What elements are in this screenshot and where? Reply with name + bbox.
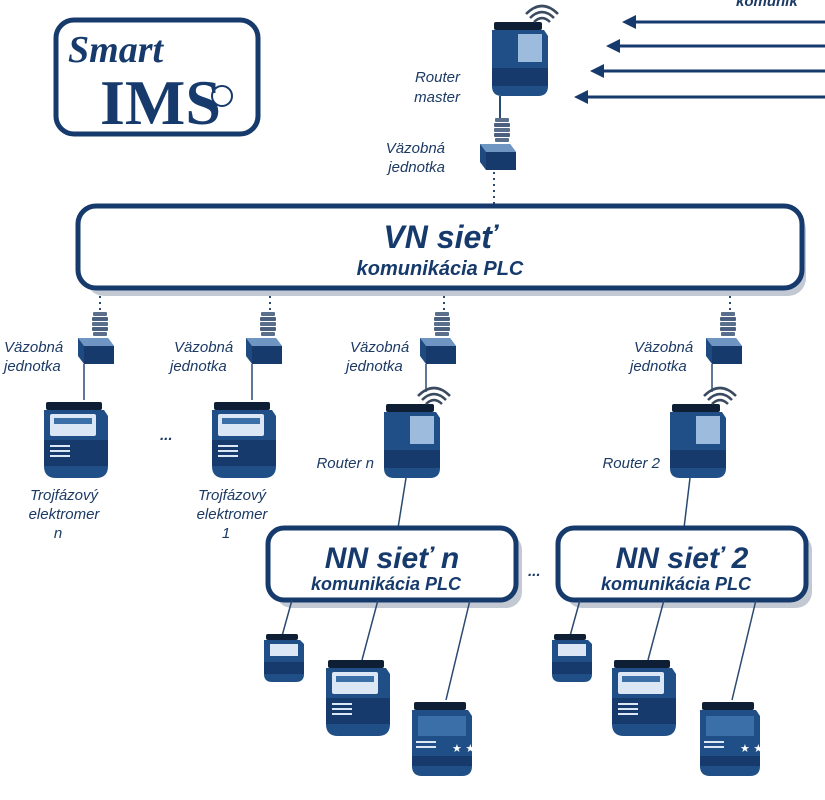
coupling-1-label-1: Väzobná [4, 339, 63, 356]
coupling-unit-master-icon [480, 118, 516, 170]
router-2-label: Router 2 [602, 455, 660, 472]
vn-network-box: VN sieť komunikácia PLC [75, 203, 806, 296]
coupling-3-label-1: Väzobná [350, 339, 409, 356]
router-master-icon [490, 4, 560, 98]
router-n-icon [382, 386, 452, 480]
smart-ims-logo: Smart IMS [53, 17, 261, 138]
coupling-master-label-1: Väzobná [386, 140, 445, 157]
nn-network-n-title: NN sieť n [325, 542, 459, 575]
router-2-icon [668, 386, 738, 480]
coupling-2-label-2: jednotka [168, 358, 227, 375]
nn-network-2-subtitle: komunikácia PLC [601, 574, 752, 594]
coupling-unit-4-icon [706, 312, 742, 364]
vn-network-title: VN sieť [383, 219, 499, 255]
three-phase-meter-n-icon [43, 401, 109, 479]
nn-n-star-meter-icon [411, 701, 477, 777]
meters-ellipsis: ... [160, 427, 173, 444]
router-n-label: Router n [316, 455, 374, 472]
logo-ims-text: IMS [100, 67, 221, 138]
router-master-label-2: master [414, 89, 461, 106]
nn-n-meter-icon [325, 659, 391, 737]
coupling-2-label-1: Väzobná [174, 339, 233, 356]
coupling-4-label-2: jednotka [628, 358, 687, 375]
coupling-4-label-1: Väzobná [634, 339, 693, 356]
nn-2-meter-icon [611, 659, 677, 737]
nn-network-2-title: NN sieť 2 [616, 542, 749, 575]
incoming-communication-arrows: komunik [574, 0, 825, 104]
router-master-label-1: Router [415, 69, 461, 86]
nn-2-star-meter-icon [699, 701, 765, 777]
coupling-unit-3-icon [420, 312, 456, 364]
coupling-unit-1-icon [78, 312, 114, 364]
coupling-1-label-2: jednotka [2, 358, 61, 375]
nn-ellipsis: ... [528, 563, 541, 580]
meter-n-label-1: Trojfázový [30, 487, 100, 504]
logo-smart-text: Smart [68, 29, 164, 71]
nn-network-n-subtitle: komunikácia PLC [311, 574, 462, 594]
coupling-unit-2-icon [246, 312, 282, 364]
logo-spark-icon [211, 85, 233, 107]
meter-1-label-2: elektromer [197, 506, 269, 523]
three-phase-meter-1-icon [211, 401, 277, 479]
meter-n-label-2: elektromer [29, 506, 101, 523]
coupling-master-label-2: jednotka [386, 159, 445, 176]
coupling-3-label-2: jednotka [344, 358, 403, 375]
nn-2-small-meter-icon [552, 634, 592, 682]
meter-n-label-3: n [54, 525, 62, 542]
nn-network-n-box: NN sieť n komunikácia PLC [265, 525, 522, 608]
vn-network-subtitle: komunikácia PLC [357, 258, 524, 280]
nn-network-2-box: NN sieť 2 komunikácia PLC [555, 525, 812, 608]
meter-1-label-3: 1 [222, 525, 230, 542]
meter-1-label-1: Trojfázový [198, 487, 268, 504]
top-right-label: komunik [736, 0, 798, 10]
nn-n-small-meter-icon [264, 634, 304, 682]
